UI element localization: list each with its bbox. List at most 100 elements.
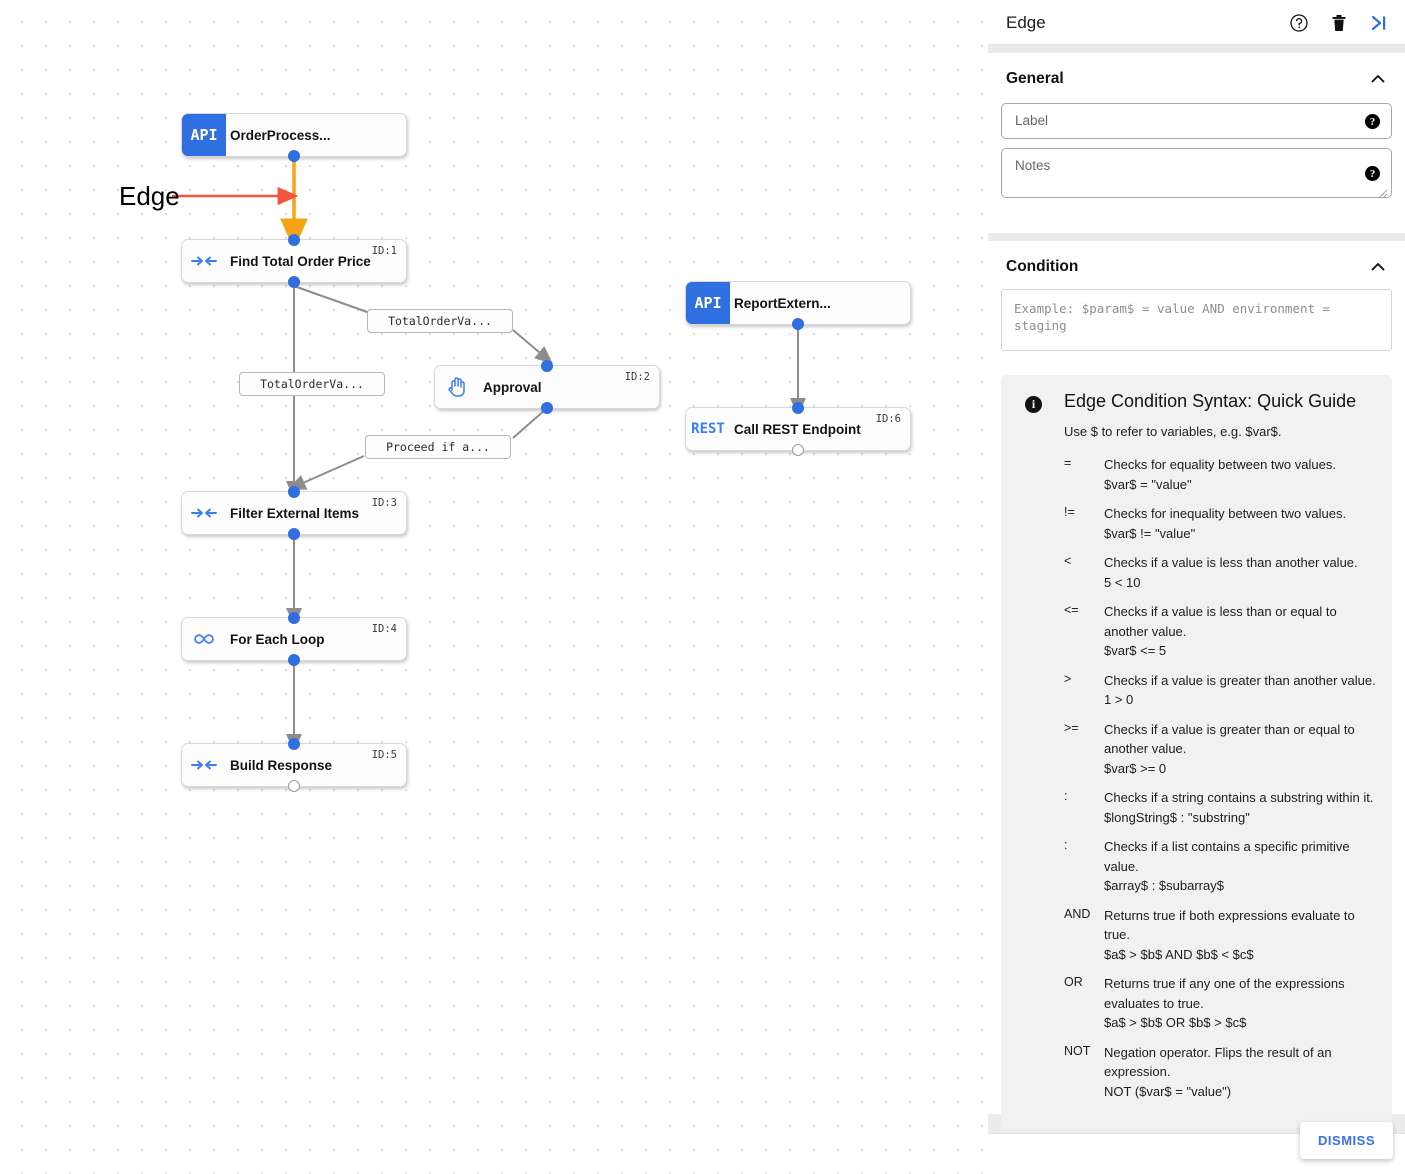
node-order-process[interactable]: API OrderProcess... [181, 113, 407, 162]
guide-operator-description: Checks if a value is less than or equal … [1104, 604, 1337, 639]
node-call-rest-endpoint[interactable]: REST Call REST Endpoint ID:6 [685, 402, 911, 456]
guide-operator-row: <= Checks if a value is less than or equa… [1064, 602, 1376, 661]
general-section-header[interactable]: General [988, 53, 1405, 94]
guide-operator-symbol: < [1064, 554, 1072, 568]
guide-operator-symbol: <= [1064, 603, 1079, 617]
guide-operator-example: $a$ > $b$ AND $b$ < $c$ [1104, 946, 1254, 962]
node-title: Filter External Items [230, 505, 360, 521]
node-input-port[interactable] [288, 234, 300, 246]
guide-operator-example: $longString$ : "substring" [1104, 809, 1250, 825]
chevron-up-icon[interactable] [1369, 258, 1387, 276]
node-output-port[interactable] [541, 402, 553, 414]
notes-field-placeholder: Notes [1015, 158, 1051, 173]
guide-operator-symbol: : [1064, 789, 1068, 803]
node-id-badge: ID:4 [371, 623, 397, 635]
guide-operator-description: Checks if a value is greater than or equ… [1104, 721, 1355, 757]
guide-operator-description: Checks for inequality between two values… [1104, 506, 1347, 521]
general-section-title: General [1006, 70, 1064, 87]
node-id-badge: ID:5 [371, 749, 397, 761]
guide-operator-description: Checks if a list contains a specific pri… [1104, 839, 1350, 874]
api-badge-icon: API [686, 282, 730, 324]
node-title: OrderProcess... [230, 127, 331, 143]
guide-operator-description: Negation operator. Flips the result of a… [1104, 1044, 1332, 1080]
help-circle-icon[interactable] [1288, 12, 1310, 34]
node-output-port[interactable] [288, 780, 300, 792]
guide-operator-description: Checks for equality between two values. [1104, 457, 1336, 472]
guide-operator-symbol: : [1064, 838, 1068, 852]
node-input-port[interactable] [288, 738, 300, 750]
node-build-response[interactable]: Build Response ID:5 [181, 738, 407, 792]
guide-operator-example: $array$ : $subarray$ [1104, 878, 1224, 893]
node-output-port[interactable] [792, 318, 804, 330]
guide-operator-row: : Checks if a string contains a substring… [1064, 788, 1376, 827]
label-help-icon[interactable]: ? [1365, 114, 1380, 129]
node-input-port[interactable] [288, 612, 300, 624]
guide-subtitle: Use $ to refer to variables, e.g. $var$. [1064, 424, 1282, 439]
edge-label[interactable]: TotalOrderVa... [239, 372, 385, 396]
collapse-right-icon[interactable] [1368, 12, 1390, 34]
label-field[interactable]: Label ? [1001, 103, 1392, 139]
node-id-badge: ID:6 [875, 413, 901, 425]
guide-operator-list: =Checks for equality between two values.… [1064, 455, 1376, 1101]
guide-operator-row: : Checks if a list contains a specific pr… [1064, 837, 1376, 896]
hand-icon [435, 366, 479, 408]
node-title: For Each Loop [230, 631, 325, 647]
flow-canvas[interactable]: Edge API OrderProcess... Find Total Orde… [0, 0, 988, 1174]
guide-operator-row: NOT Negation operator. Flips the result o… [1064, 1043, 1376, 1102]
edge-label[interactable]: Proceed if a... [365, 435, 511, 459]
node-output-port[interactable] [288, 150, 300, 162]
node-id-badge: ID:1 [371, 245, 397, 257]
node-approval[interactable]: Approval ID:2 [434, 360, 660, 414]
resize-grip-icon[interactable] [1378, 185, 1388, 198]
transform-arrows-icon [182, 240, 226, 282]
node-title: Call REST Endpoint [734, 421, 861, 437]
infinity-icon [182, 618, 226, 660]
info-icon: i [1025, 396, 1042, 413]
guide-operator-row: > Checks if a value is greater than anoth… [1064, 671, 1376, 710]
notes-help-icon[interactable]: ? [1365, 166, 1380, 181]
guide-operator-symbol: > [1064, 671, 1072, 686]
panel-title: Edge [1006, 12, 1046, 32]
guide-operator-row: !=Checks for inequality between two valu… [1064, 504, 1376, 543]
label-field-placeholder: Label [1015, 113, 1049, 128]
node-input-port[interactable] [288, 486, 300, 498]
node-title: Approval [483, 379, 542, 395]
guide-operator-example: 5 < 10 [1104, 574, 1141, 590]
guide-operator-example: $var$ != "value" [1104, 525, 1196, 541]
node-title: ReportExtern... [734, 295, 831, 311]
transform-arrows-icon [182, 492, 226, 534]
edge-annotation-label: Edge [119, 181, 180, 211]
node-input-port[interactable] [541, 360, 553, 372]
guide-operator-description: Checks if a value is greater than anothe… [1104, 672, 1376, 688]
node-find-total-order-price[interactable]: Find Total Order Price ID:1 [181, 234, 407, 288]
node-output-port[interactable] [288, 528, 300, 540]
node-input-port[interactable] [792, 402, 804, 414]
trash-icon[interactable] [1328, 12, 1350, 34]
node-filter-external-items[interactable]: Filter External Items ID:3 [181, 486, 407, 540]
guide-operator-example: $var$ = "value" [1104, 476, 1192, 492]
guide-operator-example: $a$ > $b$ OR $b$ > $c$ [1104, 1015, 1247, 1030]
guide-operator-description: Checks if a string contains a substring … [1104, 790, 1374, 805]
node-output-port[interactable] [288, 654, 300, 666]
transform-arrows-icon [182, 744, 226, 786]
node-report-external[interactable]: API ReportExtern... [685, 281, 911, 330]
notes-field[interactable]: Notes ? [1001, 148, 1392, 198]
node-id-badge: ID:3 [371, 497, 397, 509]
node-for-each-loop[interactable]: For Each Loop ID:4 [181, 612, 407, 666]
node-output-port[interactable] [288, 276, 300, 288]
guide-operator-row: <Checks if a value is less than another … [1064, 553, 1376, 592]
edge-properties-panel: Edge [988, 0, 1405, 1174]
chevron-up-icon[interactable] [1369, 70, 1387, 88]
node-output-port[interactable] [792, 444, 804, 456]
guide-operator-row: >=Checks if a value is greater than or e… [1064, 720, 1376, 779]
edge-connections-layer [172, 157, 806, 752]
guide-operator-symbol: NOT [1064, 1043, 1091, 1058]
edge-label[interactable]: TotalOrderVa... [367, 309, 513, 333]
condition-editor[interactable]: Example: $param$ = value AND environment… [1001, 289, 1392, 351]
dismiss-button[interactable]: DISMISS [1300, 1122, 1393, 1159]
condition-section-header[interactable]: Condition [988, 241, 1405, 282]
node-title: Find Total Order Price [230, 253, 371, 269]
condition-section-title: Condition [1006, 258, 1079, 275]
